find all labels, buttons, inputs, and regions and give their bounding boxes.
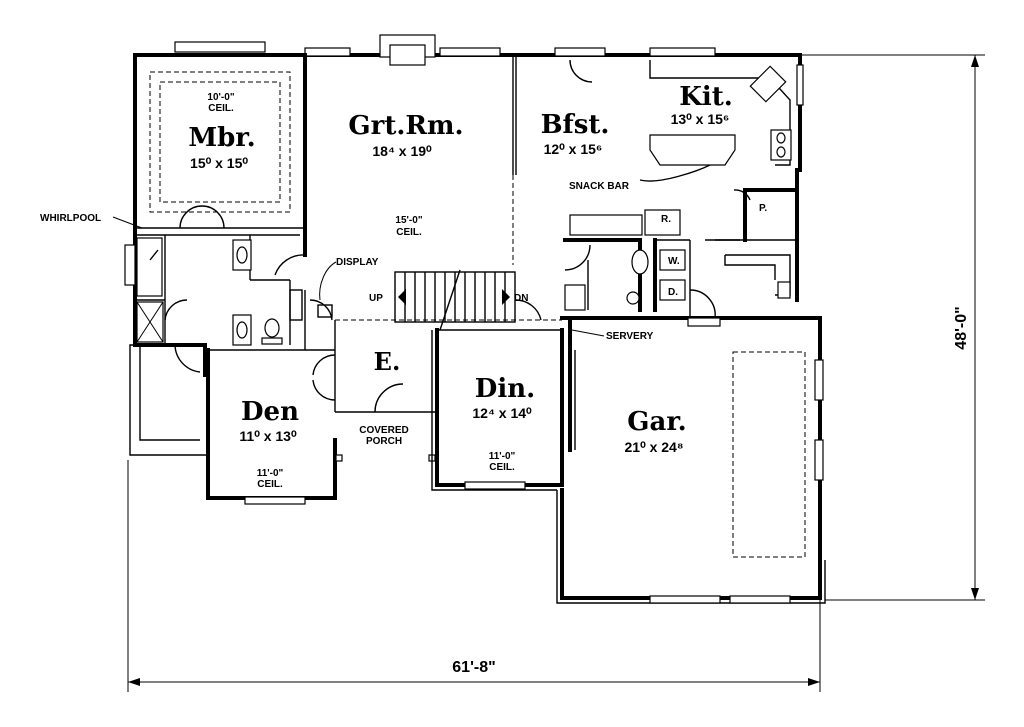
mbr-name: Mbr. [188, 123, 255, 153]
display-label: DISPLAY [336, 257, 379, 268]
annotations: WHIRLPOOL DISPLAY UP DN SNACK BAR SERVER… [40, 181, 767, 447]
depth-dimension: 48'-0" [953, 306, 970, 349]
up-label: UP [369, 293, 383, 304]
mbr-ceiling-height: 10'-0" [207, 92, 234, 103]
gar-name: Gar. [627, 407, 686, 437]
dryer-label: D. [668, 287, 678, 298]
porch-label: PORCH [366, 436, 402, 447]
bfst-dimensions: 12⁰ x 15⁶ [544, 141, 603, 157]
snack-bar-label: SNACK BAR [569, 181, 630, 192]
grt-ceiling-label: CEIL. [396, 227, 422, 238]
bfst-name: Bfst. [541, 110, 610, 140]
refrigerator-label: R. [661, 214, 671, 225]
grt-dimensions: 18⁴ x 19⁰ [372, 143, 432, 159]
fixtures [136, 44, 806, 558]
grt-name: Grt.Rm. [348, 111, 463, 141]
kit-name: Kit. [679, 82, 733, 112]
dn-label: DN [514, 293, 528, 304]
den-dimensions: 11⁰ x 13⁰ [239, 428, 297, 444]
room-labels: 10'-0" CEIL. Mbr. 15⁰ x 15⁰ Grt.Rm. 18⁴ … [188, 82, 732, 490]
mbr-dimensions: 15⁰ x 15⁰ [190, 155, 248, 171]
din-dimensions: 12⁴ x 14⁰ [472, 405, 532, 421]
entry-name: E. [374, 347, 401, 376]
washer-label: W. [668, 256, 680, 267]
servery-label: SERVERY [606, 331, 654, 342]
den-name: Den [241, 397, 299, 427]
interior-walls [133, 53, 799, 412]
width-dimension: 61'-8" [452, 659, 495, 676]
gar-dimensions: 21⁰ x 24⁸ [625, 439, 684, 455]
overall-dimensions: 61'-8" 48'-0" [127, 54, 985, 692]
pantry-label: P. [759, 203, 767, 214]
din-ceiling-label: CEIL. [489, 462, 515, 473]
kit-dimensions: 13⁰ x 15⁶ [671, 111, 730, 127]
whirlpool-label: WHIRLPOOL [40, 213, 101, 224]
den-ceiling-label: CEIL. [257, 479, 283, 490]
din-name: Din. [475, 374, 535, 404]
covered-label: COVERED [359, 425, 408, 436]
grt-ceiling-height: 15'-0" [395, 215, 422, 226]
den-ceiling-height: 11'-0" [257, 468, 284, 479]
din-ceiling-height: 11'-0" [489, 451, 516, 462]
mbr-ceiling-label: CEIL. [208, 103, 234, 114]
